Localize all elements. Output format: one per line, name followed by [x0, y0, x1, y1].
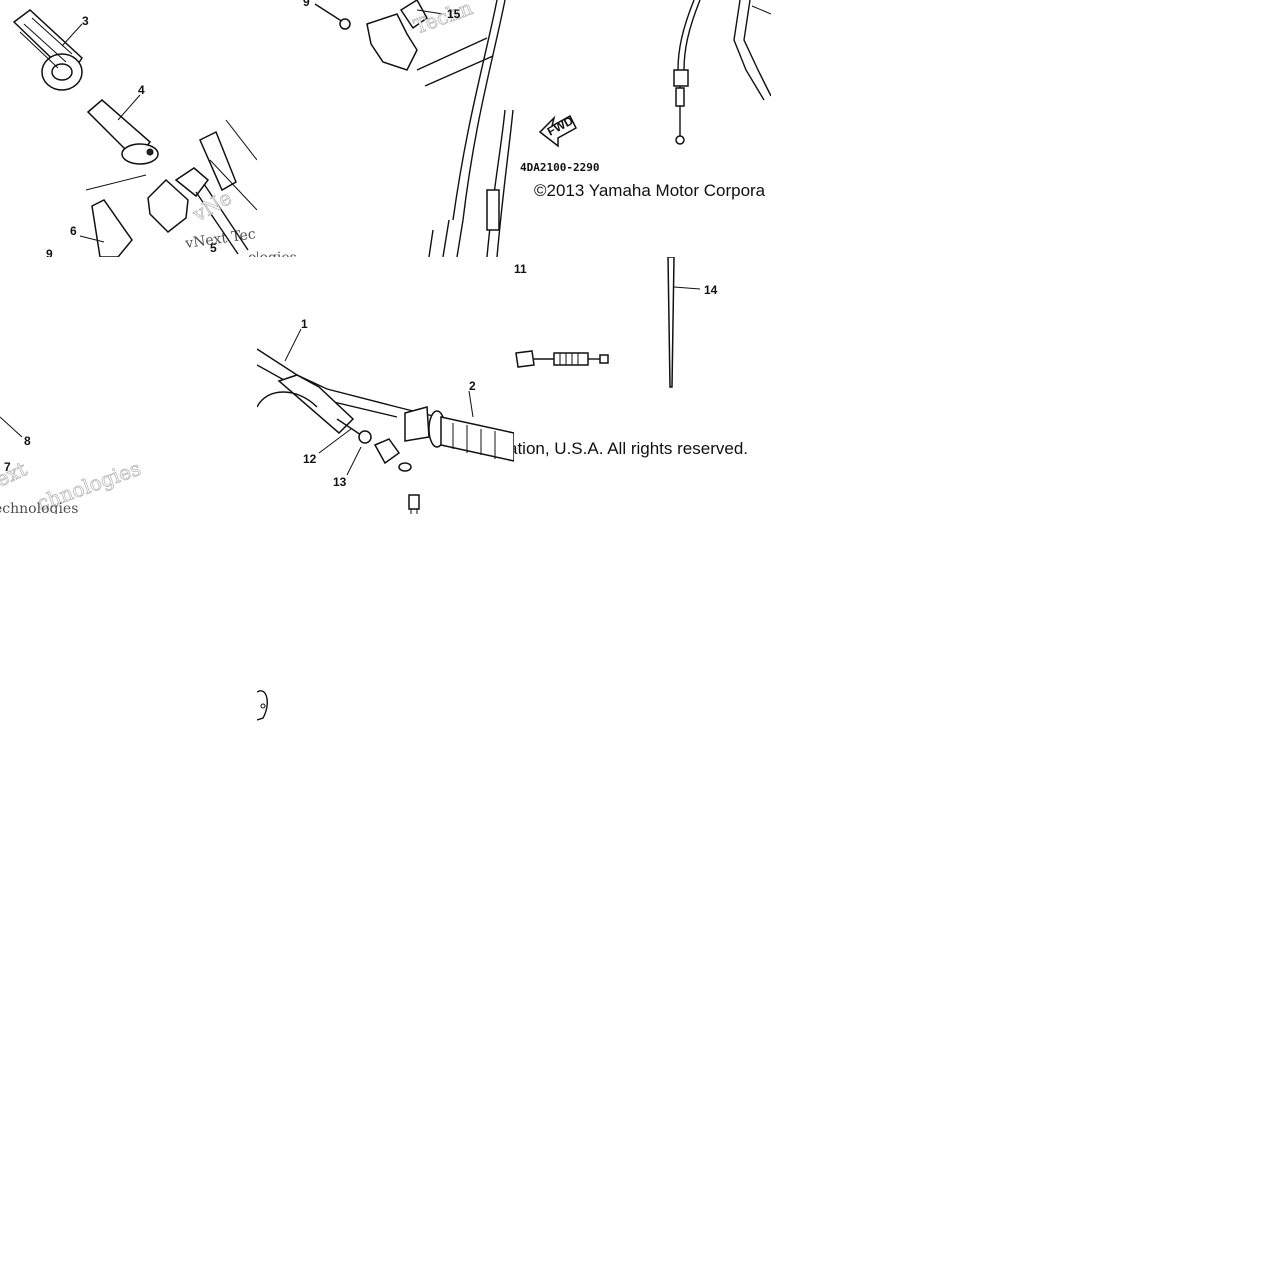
small-connector [408, 494, 420, 514]
cable-part-11: 11 [514, 262, 609, 368]
watermark: Techn logies [257, 0, 476, 257]
callout-13: 13 [333, 475, 347, 489]
handlebar-part-1 [257, 328, 438, 435]
callout-4: 4 [138, 83, 145, 97]
bolt-parts-12-13 [318, 418, 372, 476]
diagram-tile-cable-parts: 11 14 ation, U.S.A. All rights reserved. [514, 257, 771, 514]
diagram-tile-cable-detail: FWD 4DA2100-2290 ©2013 Yamaha Motor Corp… [514, 0, 771, 257]
leader-8 [0, 416, 23, 438]
callout-9: 9 [303, 0, 310, 9]
svg-text:vNext Tec: vNext Tec [183, 226, 256, 252]
callout-3: 3 [82, 14, 89, 28]
diagram-tile-lower-left: 8 7 ext chnologies echnologies [0, 257, 257, 514]
cable-detail-drawing: FWD 4DA2100-2290 ©2013 Yamaha Motor Corp… [520, 0, 771, 200]
cable-lines [428, 0, 514, 257]
watermark: ext chnologies echnologies [0, 456, 144, 514]
callout-15: 15 [447, 7, 461, 21]
callout-2: 2 [469, 379, 476, 393]
grip-part-6 [79, 199, 133, 257]
throttle-tube-part-4 [86, 94, 159, 165]
grip-part-2 [373, 390, 514, 472]
callout-6: 6 [70, 224, 77, 238]
diagram-tile-handlebar: 1 2 12 13 [257, 257, 514, 514]
diagram-tile-cables: Techn logies 9 15 [257, 0, 514, 257]
cable-parts-drawing: 11 14 ation, U.S.A. All rights reserved. [514, 257, 748, 458]
cables-drawing: Techn logies 9 15 [257, 0, 514, 257]
throttle-housing-part-5 [85, 119, 257, 255]
fragment-drawing [257, 690, 268, 721]
handlebar-segment [416, 37, 494, 87]
callout-5: 5 [210, 241, 217, 255]
bolt-part-9 [314, 3, 351, 30]
lower-left-drawing: 8 7 ext chnologies echnologies [0, 416, 144, 514]
callout-11: 11 [514, 262, 527, 276]
callout-12: 12 [303, 452, 317, 466]
reference-code: 4DA2100-2290 [520, 161, 599, 174]
fwd-arrow: FWD [538, 113, 577, 148]
svg-text:ologies: ologies [248, 250, 257, 257]
grip-part-3 [12, 9, 83, 91]
callout-8: 8 [24, 434, 31, 448]
throttle-parts-drawing: vNe vNext Tec ologies 3 4 6 5 9 [12, 9, 257, 257]
copyright-part1: ©2013 Yamaha Motor Corpora [534, 181, 766, 200]
diagram-tile-throttle-parts: vNe vNext Tec ologies 3 4 6 5 9 [0, 0, 257, 257]
rod-part-14: 14 [667, 257, 718, 388]
lever-holder-part-15 [366, 0, 444, 71]
svg-text:echnologies: echnologies [0, 501, 78, 514]
callout-9b: 9 [46, 247, 53, 257]
callout-7: 7 [4, 460, 11, 474]
svg-text:logies: logies [257, 250, 297, 257]
copyright-part2: ation, U.S.A. All rights reserved. [514, 439, 748, 458]
callout-14: 14 [704, 283, 718, 297]
callout-1: 1 [301, 317, 308, 331]
fragment-curve [257, 690, 268, 721]
handlebar-drawing: 1 2 12 13 [257, 317, 514, 514]
cable-adjuster [673, 0, 771, 145]
diagram-tile-fragment [257, 514, 514, 771]
